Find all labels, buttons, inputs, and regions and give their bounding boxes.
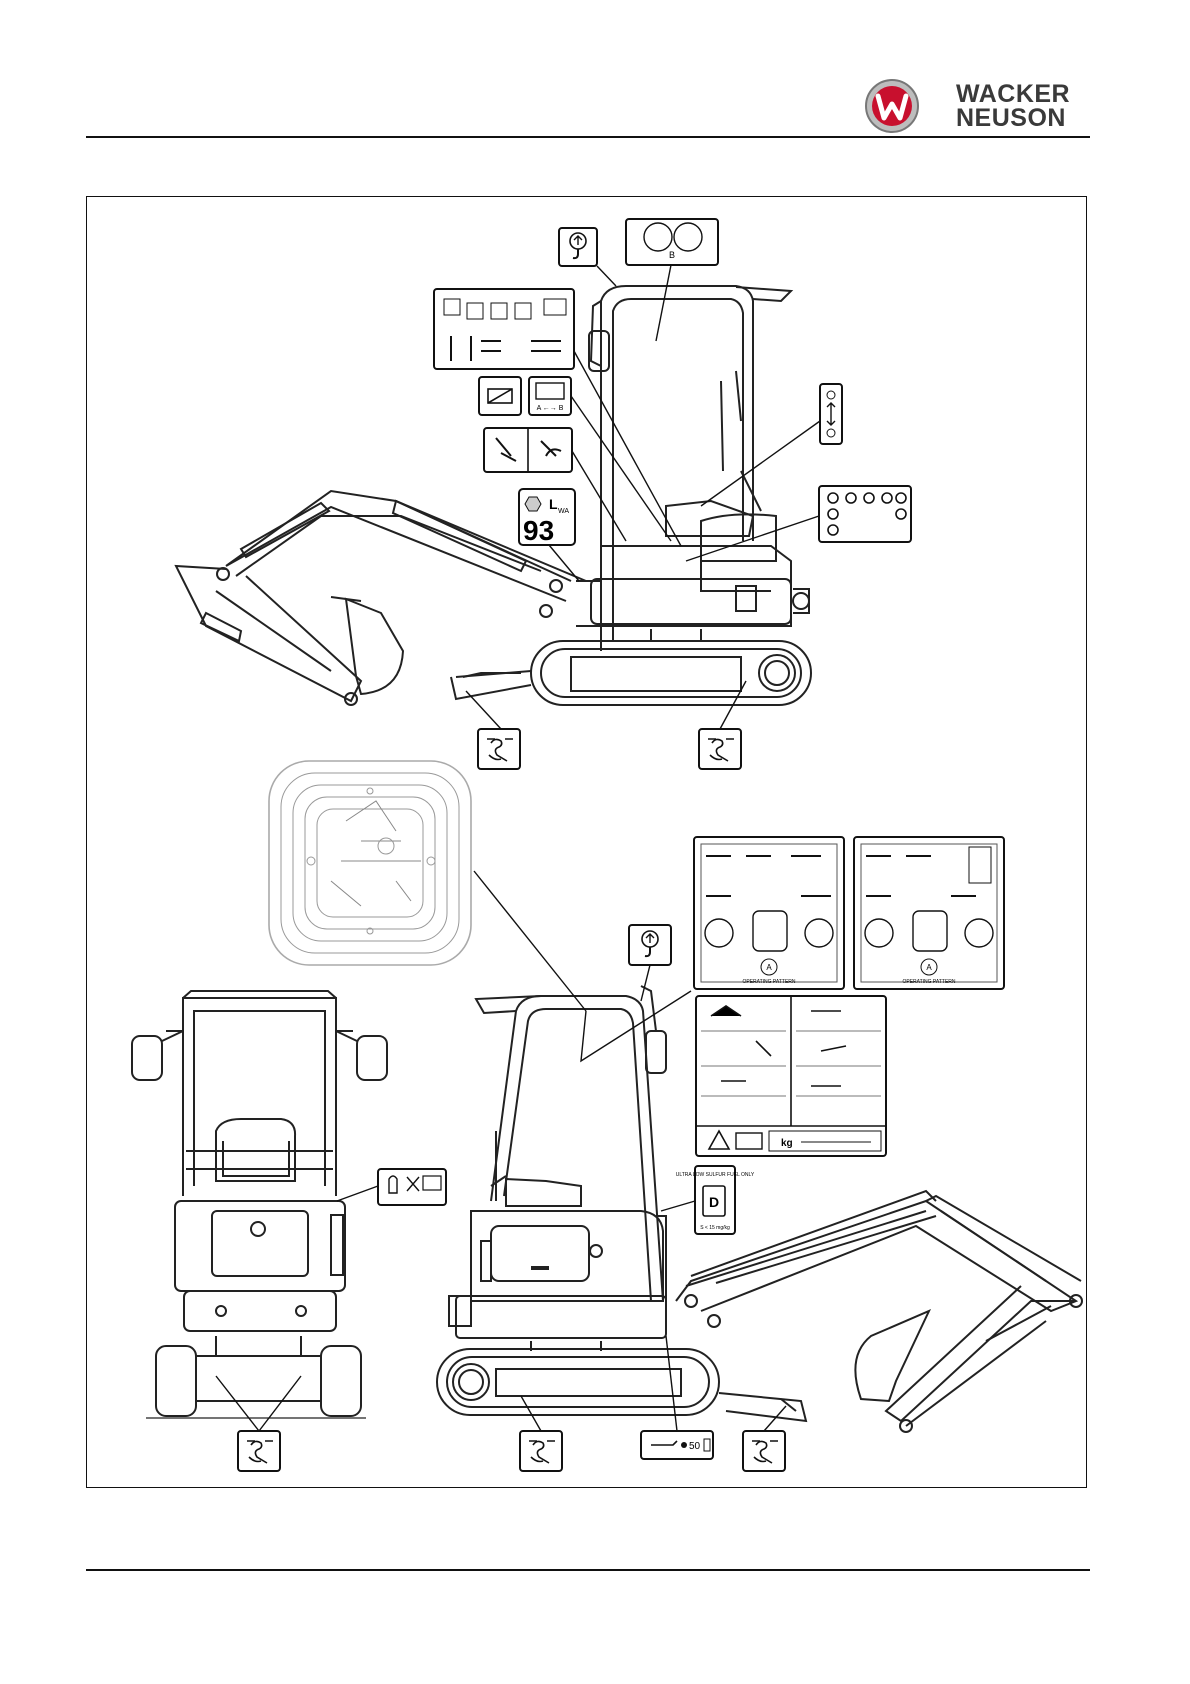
header-rule: [86, 136, 1090, 138]
decal-lifting-point-bottom: [629, 925, 671, 965]
decal-working-range-chart: [269, 761, 471, 965]
footer-rule: [86, 1569, 1090, 1571]
decal-diagram: B A ←→ B L WA 93: [87, 197, 1088, 1489]
brand-name: WACKER NEUSON: [956, 82, 1070, 130]
decal-operating-pattern-b-small: B: [626, 219, 718, 265]
decal-operating-pattern-a: A OPERATING PATTERN: [694, 837, 844, 989]
pattern-a-caption-1: OPERATING PATTERN: [742, 979, 795, 985]
brand-line-1: WACKER: [956, 82, 1070, 106]
pattern-a-letter-1: A: [766, 963, 772, 972]
pattern-b-letter: B: [669, 250, 675, 260]
pattern-a-caption-2: OPERATING PATTERN: [902, 979, 955, 985]
fuel-letter: D: [709, 1194, 719, 1210]
noise-level-sub: WA: [558, 508, 569, 515]
decal-safety-instructions: kg: [696, 996, 886, 1156]
decal-controls-panel-top: [434, 289, 574, 369]
decal-pinch-track-right-bottom: [743, 1431, 785, 1471]
decal-seat-adjust: [820, 384, 842, 444]
decal-switch-panel: [819, 486, 911, 542]
decal-manual-ab: A ←→ B: [529, 377, 571, 415]
decal-location-figure: B A ←→ B L WA 93: [86, 196, 1087, 1488]
wacker-neuson-logo-icon: [864, 78, 920, 134]
decal-pinch-track-right-top: [699, 729, 741, 769]
decal-bucket-lever: [484, 428, 572, 472]
decal-noise-level: L WA 93: [519, 489, 575, 546]
noise-level-value: 93: [523, 515, 554, 546]
page-header: WACKER NEUSON: [0, 0, 1190, 140]
decal-operating-pattern-a-alt: A OPERATING PATTERN: [854, 837, 1004, 989]
decal-grease-pressure: 50: [641, 1431, 713, 1459]
ab-legend: A ←→ B: [537, 405, 564, 412]
excavator-rear-view: [132, 991, 387, 1418]
decal-battery-warning: [479, 377, 521, 415]
fuel-spec: S < 15 mg/kg: [700, 1225, 730, 1231]
weight-symbol: kg: [781, 1138, 793, 1149]
brand-line-2: NEUSON: [956, 106, 1070, 130]
decal-fuel-type: ULTRA LOW SULFUR FUEL ONLY D S < 15 mg/k…: [676, 1166, 755, 1234]
decal-lifting-point-top: [559, 228, 597, 266]
decal-pinch-rear: [238, 1431, 280, 1471]
grease-value: 50: [689, 1441, 701, 1452]
svg-text:L: L: [549, 496, 558, 512]
decal-pinch-track-left-bottom: [520, 1431, 562, 1471]
fuel-label: ULTRA LOW SULFUR FUEL ONLY: [676, 1172, 755, 1178]
decal-pinch-track-left-top: [478, 729, 520, 769]
pattern-a-letter-2: A: [926, 963, 932, 972]
decal-fuel-hydraulic-rear: [378, 1169, 446, 1205]
